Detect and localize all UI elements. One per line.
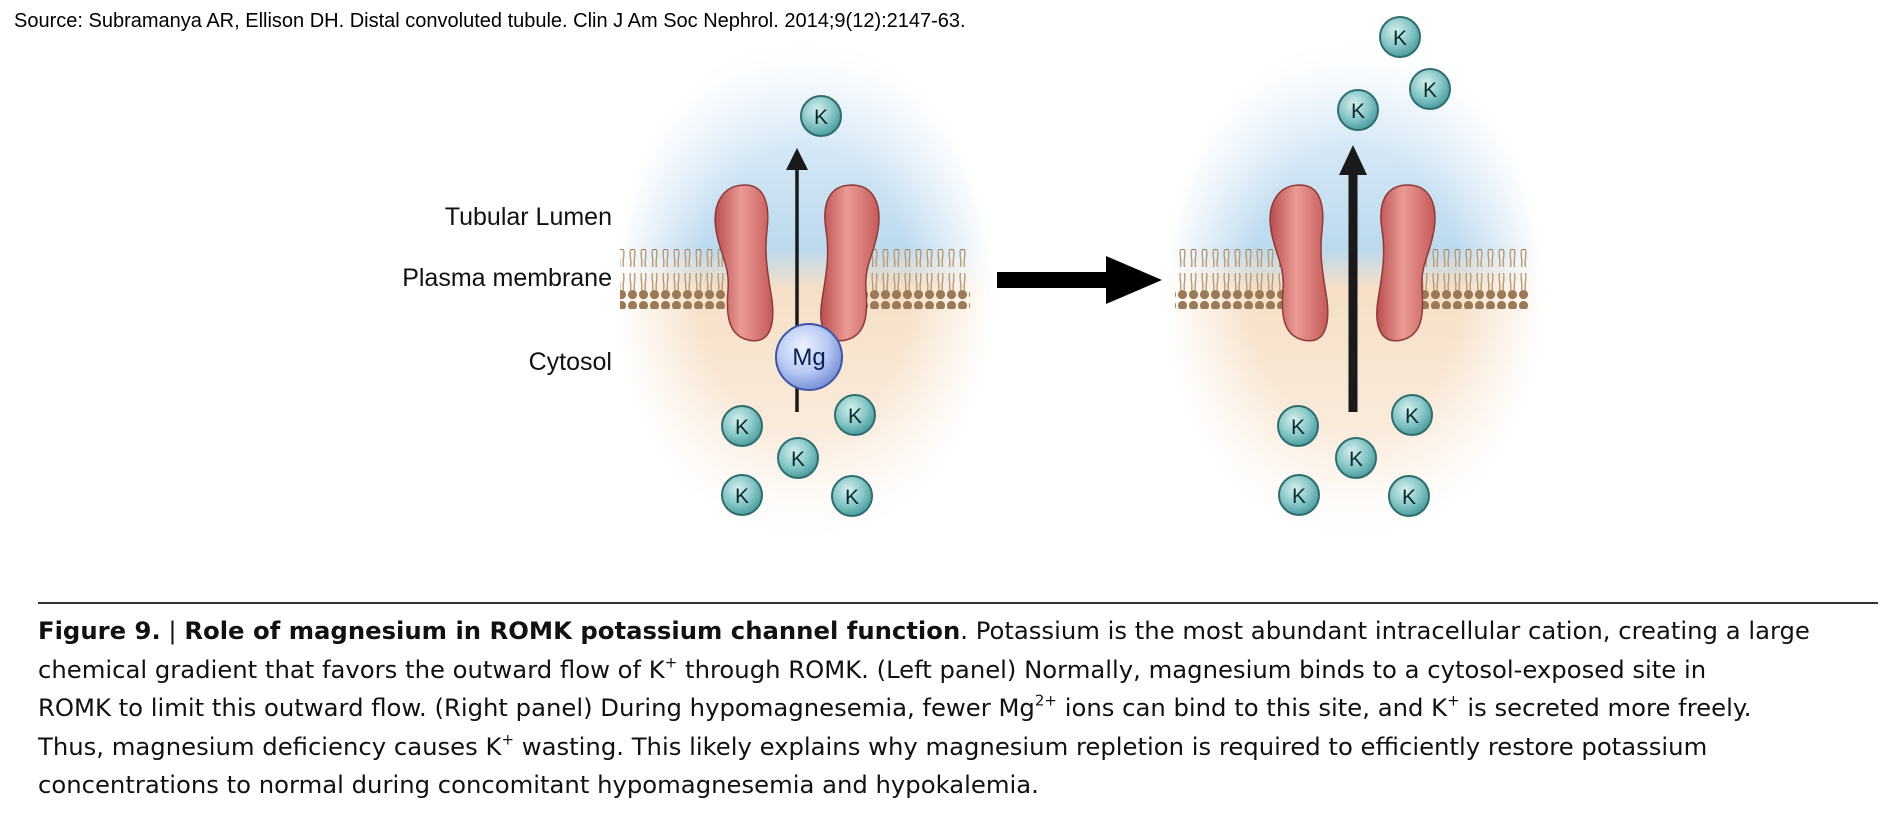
right-romk-channel	[1269, 184, 1436, 342]
caption-line-1: Figure 9. | Role of magnesium in ROMK po…	[38, 612, 1878, 651]
k-ion: K	[721, 474, 763, 516]
caption-line-2: chemical gradient that favors the outwar…	[38, 651, 1878, 690]
label-tubular-lumen: Tubular Lumen	[445, 203, 612, 231]
figure-label: Figure 9.	[38, 616, 161, 645]
k-ion: K	[831, 475, 873, 517]
caption-text: through ROMK. (Left panel) Normally, mag…	[677, 654, 1707, 684]
svg-text:K: K	[1393, 27, 1407, 50]
svg-text:K: K	[1402, 486, 1416, 509]
svg-text:K: K	[1349, 448, 1363, 471]
caption-text: . Potassium is the most abundant intrace…	[960, 616, 1810, 645]
figure-caption: Figure 9. | Role of magnesium in ROMK po…	[38, 612, 1878, 805]
k-ion: K	[1388, 475, 1430, 517]
caption-text: is secreted more freely.	[1459, 693, 1752, 722]
k-ion: K	[1277, 405, 1319, 447]
caption-text: ions can bind to this site, and K	[1056, 693, 1448, 722]
caption-divider	[38, 602, 1878, 604]
caption-text: ROMK to limit this outward flow. (Right …	[38, 693, 1035, 722]
caption-line-3: ROMK to limit this outward flow. (Right …	[38, 689, 1878, 728]
k-ion: K	[1337, 89, 1379, 131]
caption-text: wasting. This likely explains why magnes…	[514, 731, 1708, 761]
k-ion: K	[1335, 437, 1377, 479]
caption-text: chemical gradient that favors the outwar…	[38, 654, 665, 684]
svg-text:K: K	[735, 416, 749, 439]
svg-text:K: K	[1351, 100, 1365, 123]
transition-arrow	[997, 256, 1162, 304]
k-ion: K	[1278, 474, 1320, 516]
svg-text:K: K	[791, 448, 805, 471]
svg-text:K: K	[814, 106, 828, 129]
svg-text:K: K	[735, 485, 749, 508]
svg-text:K: K	[848, 405, 862, 428]
k-ion: K	[721, 405, 763, 447]
superscript: 2+	[1034, 691, 1057, 710]
right-flow-arrow	[1339, 145, 1367, 412]
caption-text: concentrations to normal during concomit…	[38, 770, 1039, 799]
svg-text:K: K	[845, 486, 859, 509]
mg-ion: Mg	[775, 323, 843, 391]
k-ion: K	[1391, 394, 1433, 436]
superscript: +	[501, 730, 515, 748]
left-romk-channel	[714, 184, 880, 342]
figure-title: Role of magnesium in ROMK potassium chan…	[184, 616, 961, 645]
caption-line-4: Thus, magnesium deficiency causes K+ was…	[38, 728, 1878, 767]
k-ion: K	[777, 437, 819, 479]
k-ion: K	[1379, 16, 1421, 58]
caption-text: Thus, magnesium deficiency causes K	[38, 731, 502, 761]
right-lipid-bilayer	[1175, 249, 1530, 309]
svg-text:K: K	[1292, 485, 1306, 508]
romk-diagram: Tubular Lumen Plasma membrane Cytosol Mg	[402, 16, 1545, 550]
k-ion: K	[1409, 68, 1451, 110]
svg-text:K: K	[1291, 416, 1305, 439]
source-citation: Source: Subramanya AR, Ellison DH. Dista…	[14, 10, 966, 32]
svg-text:Mg: Mg	[792, 344, 825, 371]
label-cytosol: Cytosol	[529, 348, 612, 376]
superscript: +	[664, 653, 678, 671]
caption-separator: |	[168, 616, 177, 645]
caption-line-5: concentrations to normal during concomit…	[38, 766, 1878, 805]
k-ion: K	[834, 394, 876, 436]
k-ion: K	[800, 95, 842, 137]
label-plasma-membrane: Plasma membrane	[402, 264, 612, 292]
left-lipid-bilayer	[620, 249, 970, 309]
svg-text:K: K	[1423, 79, 1437, 102]
svg-text:K: K	[1405, 405, 1419, 428]
superscript: +	[1447, 691, 1460, 710]
